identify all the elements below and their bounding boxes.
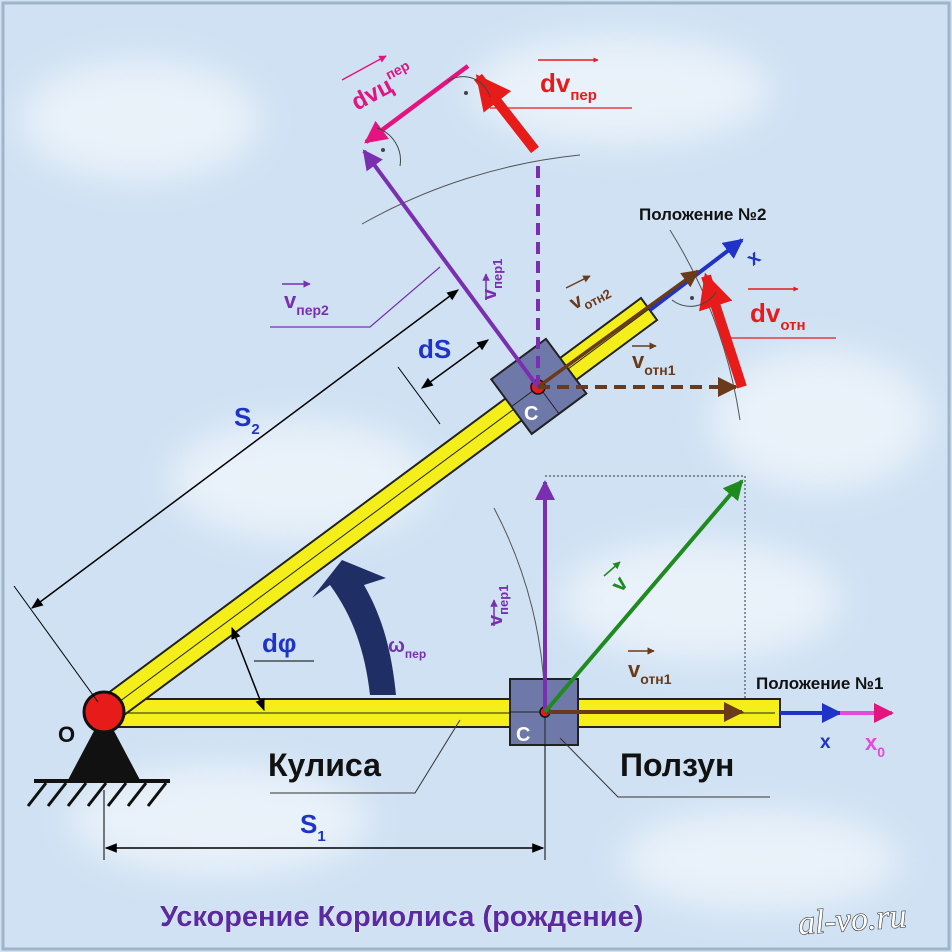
kulisa-leader — [270, 719, 461, 794]
position-1-label: Положение №1 — [756, 674, 884, 693]
s2-ext-bottom — [13, 585, 99, 703]
s1-sub: 1 — [317, 828, 325, 845]
v-per1-lower-sub: пер1 — [496, 585, 511, 615]
right-angle-mark-3 — [671, 291, 717, 307]
v-per1-lower-label: vпер1 — [485, 585, 511, 626]
v-per1-upper-sub: пер1 — [490, 259, 505, 289]
right-angle-dot-2 — [381, 148, 385, 152]
x0-label: x0 — [865, 730, 885, 760]
dv-c-per-vector — [364, 64, 470, 144]
omega-sub: пер — [405, 647, 426, 661]
origin-label: O — [58, 722, 75, 747]
x0-sub: 0 — [877, 744, 885, 760]
kulisa-label: Кулиса — [268, 747, 381, 783]
v-otn1-lower-label: vотн1 — [628, 657, 672, 687]
x0-main: x — [865, 730, 878, 755]
right-angle-dot-3 — [690, 296, 694, 300]
s2-main: S — [234, 402, 251, 432]
ds-ext — [397, 366, 441, 425]
s2-label: S2 — [234, 402, 260, 438]
dv-otn-vector — [699, 272, 747, 389]
dv-per-sub: пер — [570, 87, 597, 104]
omega-arrow — [312, 560, 396, 695]
arc-velocity-tip — [669, 229, 741, 421]
v-per1-upper-main: v — [479, 288, 501, 300]
s2-sub: 2 — [251, 421, 259, 438]
dv-per-vector — [474, 73, 539, 154]
right-angle-mark-2 — [376, 127, 401, 167]
v-per2-vector — [362, 149, 540, 389]
v-per2-sub: пер2 — [296, 302, 329, 318]
v-total-vector — [543, 479, 744, 714]
v-otn1-upper-main: v — [632, 348, 645, 373]
ds-dimension — [421, 339, 489, 389]
omega-label: ωпер — [388, 635, 426, 661]
slider-2-label: C — [524, 403, 538, 425]
v-per2-main: v — [284, 288, 297, 313]
slider-1-label: C — [516, 724, 530, 746]
v-per2-leader — [270, 266, 441, 328]
velocity-rectangle-dotted — [545, 475, 746, 712]
v-otn1-upper-sub: отн1 — [644, 362, 676, 378]
dv-c-per-overarrow — [341, 55, 387, 81]
omega-main: ω — [388, 635, 405, 657]
dv-per-main: dv — [540, 68, 571, 98]
ds-label: dS — [418, 334, 451, 364]
v-per1-upper-label: vпер1 — [479, 259, 505, 300]
page-title: Ускорение Кориолиса (рождение) — [160, 901, 643, 933]
arc-radius-s2 — [361, 154, 581, 225]
v-per2-label: vпер2 — [284, 288, 329, 318]
v-per1-lower-main: v — [485, 614, 507, 626]
ground-support — [26, 712, 170, 807]
v-otn2-vector — [536, 269, 700, 389]
position-2-label: Положение №2 — [639, 205, 767, 224]
right-angle-mark-1 — [447, 76, 491, 98]
dv-per-label: dvпер — [540, 68, 597, 104]
v-otn1-lower-main: v — [628, 657, 641, 682]
right-angle-dot-1 — [464, 91, 468, 95]
dv-otn-main: dv — [750, 298, 781, 328]
polzun-leader — [559, 737, 770, 798]
v-otn1-lower-sub: отн1 — [640, 671, 672, 687]
v-total-overarrow — [603, 561, 621, 577]
dphi-label: dφ — [262, 628, 296, 658]
dv-otn-sub: отн — [780, 317, 805, 334]
dv-otn-label: dvотн — [750, 298, 806, 334]
v-otn1-upper-label: vотн1 — [632, 348, 676, 378]
polzun-label: Ползун — [620, 747, 734, 783]
pivot-joint — [82, 690, 126, 734]
s1-label: S1 — [300, 809, 326, 845]
v-otn2-overarrow — [565, 275, 591, 289]
s1-main: S — [300, 809, 317, 839]
watermark: al-vo.ru — [797, 898, 908, 942]
s2-dimension — [31, 289, 459, 609]
x-axis-1-label: x — [820, 732, 831, 753]
dphi-arrow — [231, 626, 265, 712]
